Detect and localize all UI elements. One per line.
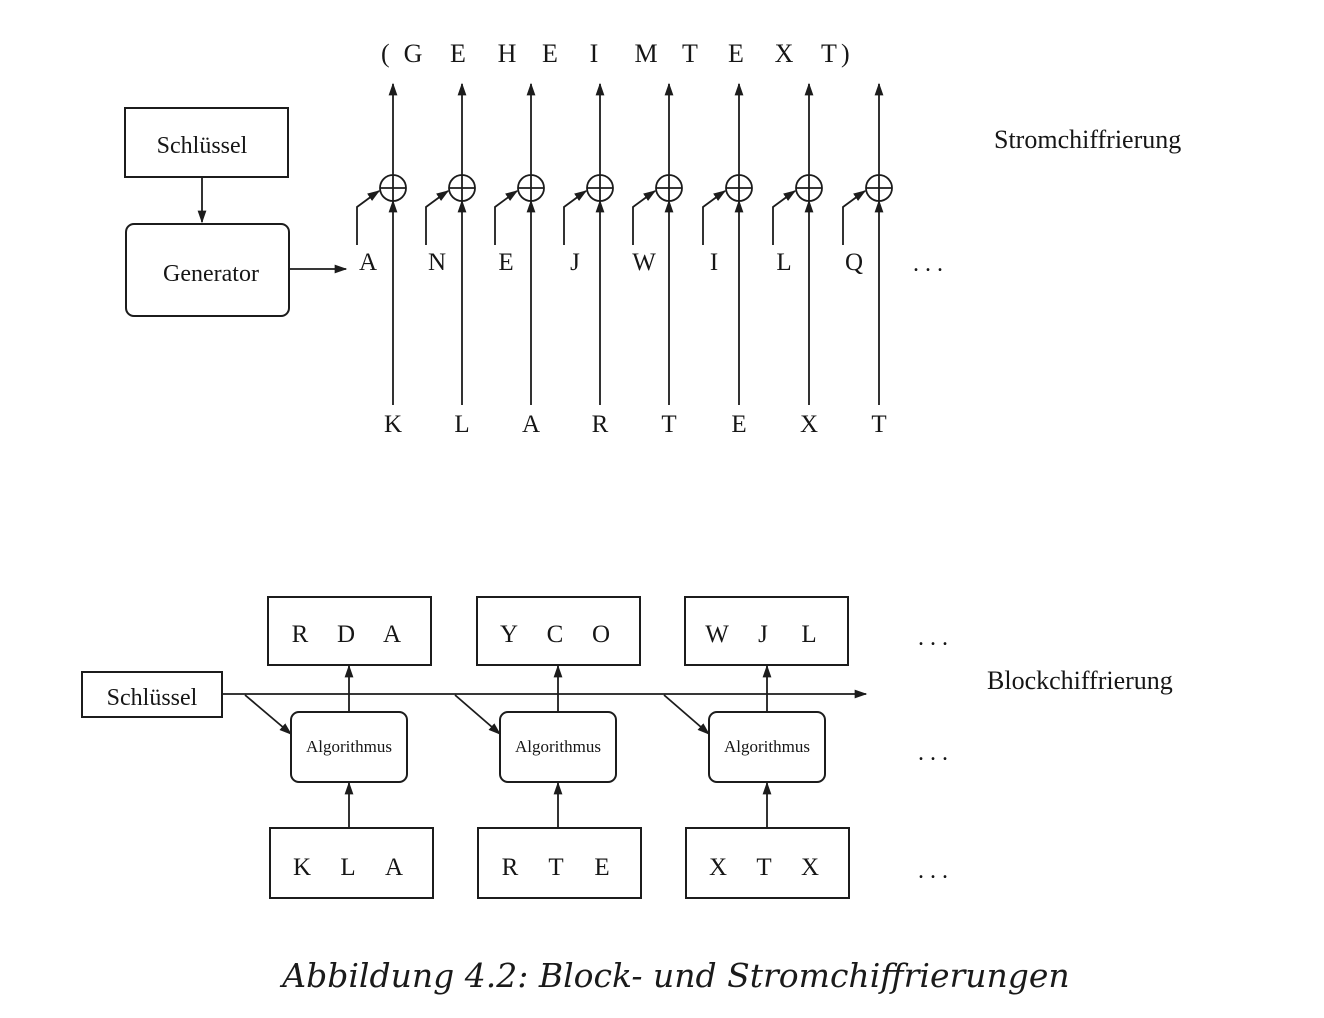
stream-column: QT (842, 82, 893, 438)
plaintext-block-letter: T (548, 854, 563, 881)
keystream-feed-arrow (425, 190, 450, 245)
block-input-ellipsis: . . . (918, 858, 948, 884)
figure-caption: Abbildung 4.2: Block- und Stromchiffrier… (279, 956, 1069, 995)
key-tap-arrow (244, 694, 292, 735)
plaintext-block-box (685, 827, 850, 899)
keystream-feed-arrow (356, 190, 381, 245)
keystream-feed-arrow (842, 190, 867, 245)
ciphertext-block-letter: Y (500, 621, 518, 648)
keystream-feed-arrow (563, 190, 588, 245)
stream-column: EA (494, 82, 545, 438)
plaintext-block-letter: L (340, 854, 355, 881)
ciphertext-letter: T (682, 39, 698, 68)
ciphertext-letter: G (404, 39, 423, 68)
keystream-letter: N (428, 249, 446, 276)
ciphertext-block-letter: J (758, 621, 768, 648)
keystream-letter: J (570, 249, 580, 276)
key-tap-arrow (663, 694, 710, 735)
generator-label: Generator (163, 261, 259, 287)
block-key-box (81, 671, 223, 718)
ciphertext-letter: M (634, 39, 657, 68)
plaintext-letter: R (592, 411, 609, 438)
stream-column: LX (772, 82, 823, 438)
generator-box (125, 223, 290, 317)
ciphertext-block-letter: L (801, 621, 816, 648)
stream-column: JR (563, 82, 614, 438)
plaintext-letter: A (522, 411, 540, 438)
plaintext-block-letter: A (385, 854, 403, 881)
algorithm-label: Algorithmus (724, 737, 810, 756)
block-key-label: Schlüssel (107, 685, 198, 711)
ciphertext-block-box (684, 596, 849, 666)
plaintext-block-letter: K (293, 854, 311, 881)
stream-column: WT (632, 82, 683, 438)
block-title: Blockchiffrierung (987, 666, 1173, 695)
block-algorithm-ellipsis: . . . (918, 740, 948, 766)
plaintext-block-letter: R (502, 854, 519, 881)
plaintext-letter: E (731, 411, 746, 438)
plaintext-block-letter: X (709, 854, 727, 881)
algorithm-label: Algorithmus (306, 737, 392, 756)
ciphertext-block-box (476, 596, 641, 666)
key-tap-arrow (454, 694, 501, 735)
stream-column: NL (425, 82, 476, 438)
plaintext-block-box (477, 827, 642, 899)
ciphertext-letter: I (590, 39, 599, 68)
keystream-letter: Q (845, 249, 863, 276)
plaintext-block-letter: E (594, 854, 609, 881)
keystream-feed-arrow (702, 190, 727, 245)
ciphertext-close-paren: ) (841, 39, 850, 68)
ciphertext-block-letter: D (337, 621, 355, 648)
ciphertext-block-letter: O (592, 621, 610, 648)
stream-key-box (124, 107, 289, 178)
keystream-letter: I (710, 249, 718, 276)
ciphertext-letter: H (498, 39, 517, 68)
keystream-letter: L (776, 249, 791, 276)
keystream-letter: W (632, 249, 656, 276)
keystream-feed-arrow (772, 190, 797, 245)
ciphertext-block-letter: R (292, 621, 309, 648)
plaintext-letter: T (661, 411, 676, 438)
stream-title: Stromchiffrierung (994, 125, 1181, 154)
ciphertext-letter: T (821, 39, 837, 68)
keystream-feed-arrow (632, 190, 657, 245)
plaintext-letter: T (871, 411, 886, 438)
block-output-ellipsis: . . . (918, 625, 948, 651)
ciphertext-block-letter: A (383, 621, 401, 648)
plaintext-letter: X (800, 411, 818, 438)
stream-column: IE (702, 82, 753, 438)
plaintext-letter: K (384, 411, 402, 438)
stream-column: AK (356, 82, 407, 438)
algorithm-label: Algorithmus (515, 737, 601, 756)
ciphertext-block-box (267, 596, 432, 666)
ciphertext-letter: E (728, 39, 744, 68)
ciphertext-open-paren: ( (381, 39, 390, 68)
plaintext-letter: L (454, 411, 469, 438)
plaintext-block-letter: X (801, 854, 819, 881)
ciphertext-letter: E (450, 39, 466, 68)
keystream-feed-arrow (494, 190, 519, 245)
keystream-letter: A (359, 249, 377, 276)
plaintext-block-letter: T (756, 854, 771, 881)
plaintext-block-box (269, 827, 434, 899)
stream-key-label: Schlüssel (157, 133, 248, 159)
ciphertext-block-letter: W (705, 621, 729, 648)
ciphertext-letter: E (542, 39, 558, 68)
ciphertext-block-letter: C (547, 621, 564, 648)
keystream-letter: E (498, 249, 513, 276)
ciphertext-letter: X (775, 39, 794, 68)
stream-ellipsis: . . . (913, 251, 943, 277)
